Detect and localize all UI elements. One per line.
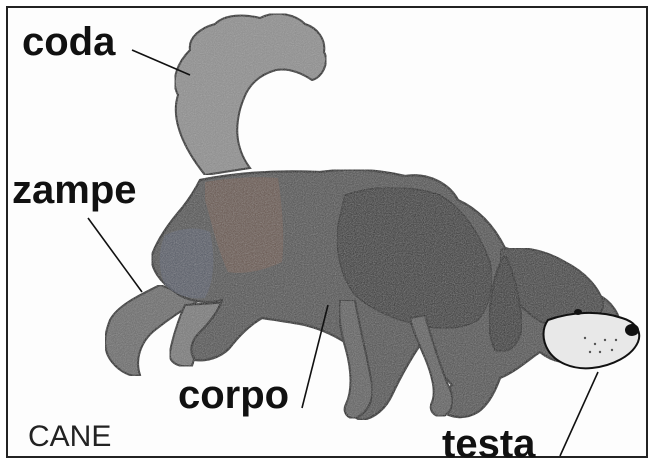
dog-tail [175, 14, 326, 175]
dog-muzzle [544, 313, 640, 368]
label-tail: coda [22, 22, 115, 62]
dog-nose [625, 324, 639, 336]
dog-eye [574, 309, 582, 315]
label-legs: zampe [12, 170, 137, 210]
leader-line-head [560, 372, 598, 456]
leader-line-legs [88, 218, 142, 292]
label-head: testa [442, 424, 535, 464]
label-body: corpo [178, 375, 289, 415]
caption-cane: CANE [28, 422, 111, 452]
